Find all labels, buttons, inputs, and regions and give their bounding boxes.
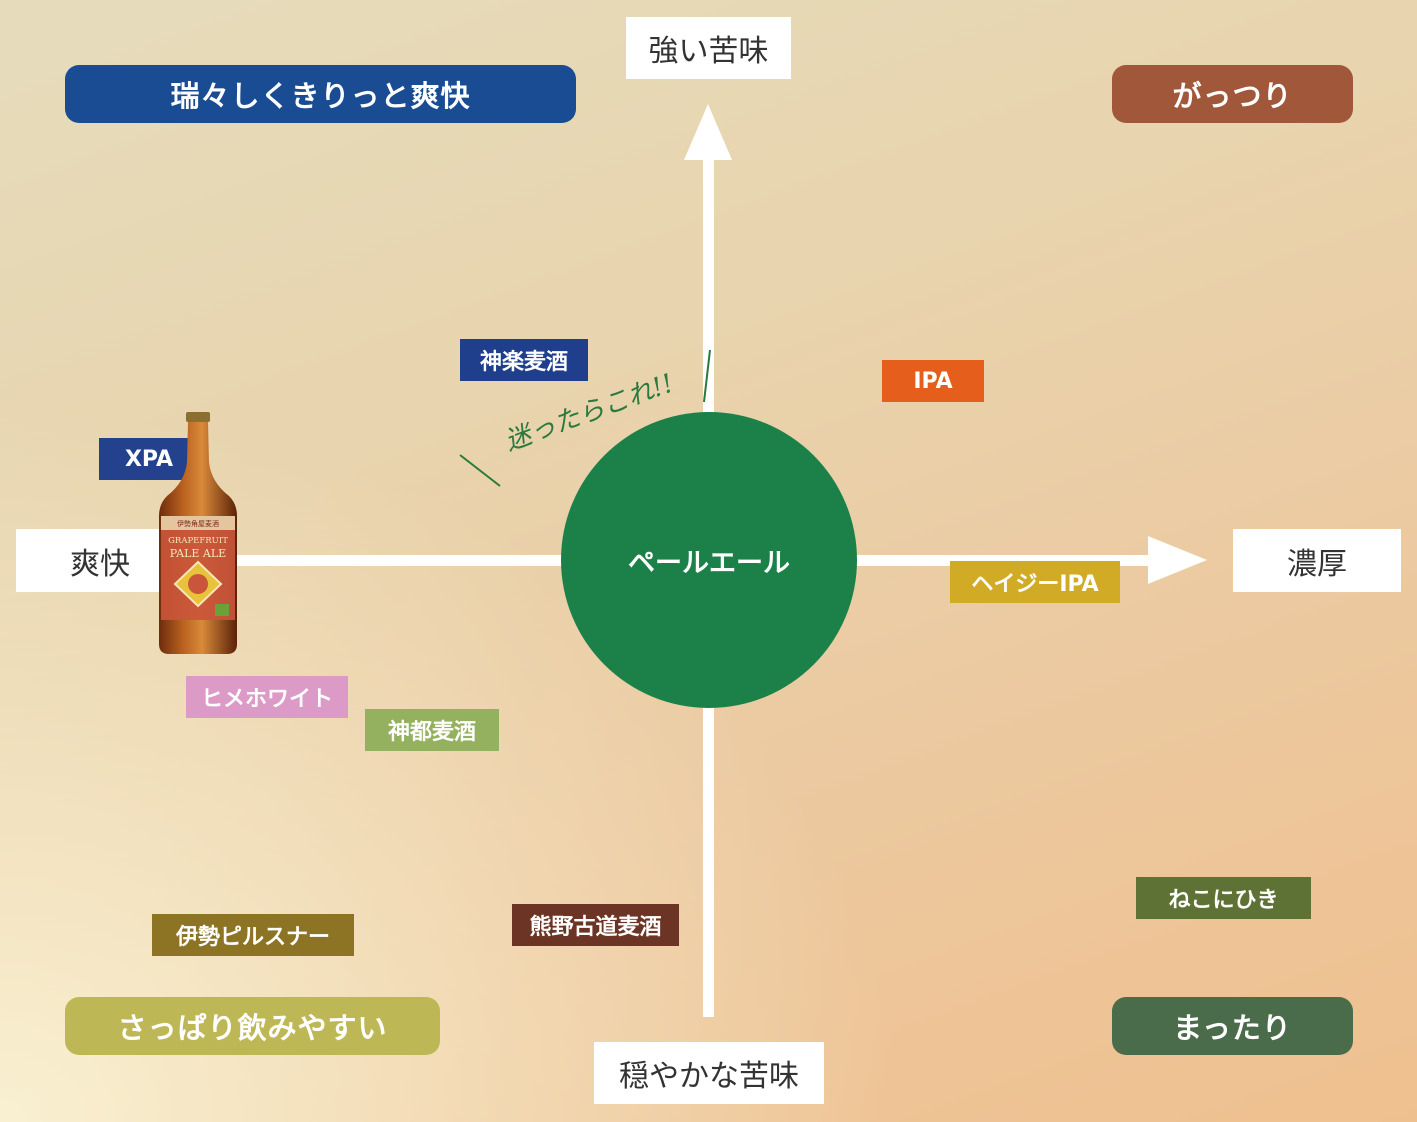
beer-tag-ise-pilsner: 伊勢ピルスナー <box>152 914 354 956</box>
quadrant-label-top-right: がっつり <box>1112 65 1353 123</box>
axis-label-top: 強い苦味 <box>626 17 791 79</box>
beer-tag-nekonihiki: ねこにひき <box>1136 877 1311 919</box>
quadrant-label-top-left: 瑞々しくきりっと爽快 <box>65 65 576 123</box>
note-stroke-left <box>459 454 501 487</box>
axis-label-left: 爽快 <box>16 529 184 592</box>
beer-tag-hime-white: ヒメホワイト <box>186 676 348 718</box>
quadrant-label-bottom-right: まったり <box>1112 997 1353 1055</box>
horizontal-axis-arrowhead <box>1148 536 1207 584</box>
grapefruit-pale-ale-bottle-image: 伊勢角屋麦酒 GRAPEFRUIT PALE ALE <box>159 412 237 654</box>
axis-label-bottom: 穏やかな苦味 <box>594 1042 824 1104</box>
beer-tag-xpa: XPA <box>99 438 199 480</box>
beer-tag-ipa: IPA <box>882 360 984 402</box>
bottle-label-line1: GRAPEFRUIT <box>168 536 228 546</box>
quadrant-label-bottom-left: さっぱり飲みやすい <box>65 997 440 1055</box>
bottle-label-line2: PALE ALE <box>170 547 226 560</box>
bottle-brand-text: 伊勢角屋麦酒 <box>177 519 219 528</box>
center-circle-pale-ale: ペールエール <box>561 412 857 708</box>
axis-label-right: 濃厚 <box>1233 529 1401 592</box>
vertical-axis-arrowhead <box>684 104 732 160</box>
beer-tag-kumano-kodo: 熊野古道麦酒 <box>512 904 679 946</box>
beer-tag-shinto: 神都麦酒 <box>365 709 499 751</box>
note-stroke-right <box>703 349 711 403</box>
beer-tag-kagura: 神楽麦酒 <box>460 339 588 381</box>
beer-tag-hazy-ipa: ヘイジーIPA <box>950 561 1120 603</box>
